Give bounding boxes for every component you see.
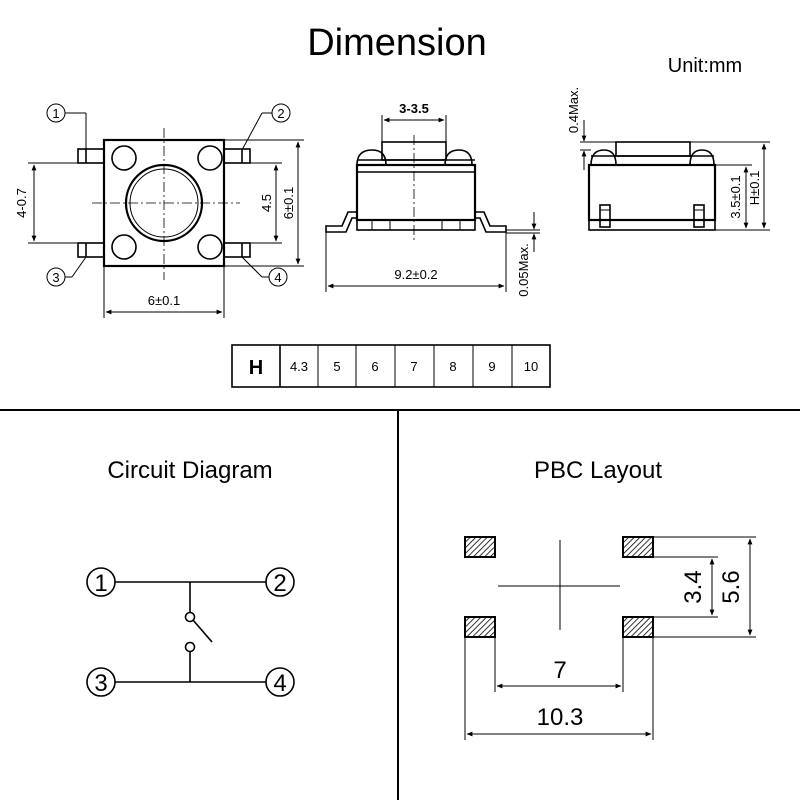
dimension-title: Dimension [307,22,487,64]
dim-body-height: 6±0.1 [224,139,304,267]
dim-height: H±0.1 [690,141,770,229]
pcb-pad [464,536,496,558]
pin-callout-3: 3 [46,256,87,287]
corner-post [111,145,137,171]
svg-text:1: 1 [52,106,59,121]
dim-body-width: 6±0.1 [103,266,225,318]
height-table-cell: 10 [524,359,538,374]
pcb-pad [464,616,496,638]
pin-callout-4: 4 [241,256,288,287]
circuit-pin-4: 4 [265,667,295,697]
svg-text:4: 4 [274,270,281,285]
circuit-diagram: 1 2 3 4 [86,567,295,697]
pin-callout-2: 2 [241,103,291,151]
svg-text:3.5±0.1: 3.5±0.1 [728,175,743,218]
svg-text:1: 1 [94,570,107,597]
top-view: 1 2 3 4 4-0.7 [14,103,304,318]
pcb-title: PBC Layout [534,457,662,484]
pcb-dim-inner-v: 3.4 [653,556,718,618]
height-table: H 4.3 5 6 7 8 9 10 [231,344,551,388]
corner-post [197,145,223,171]
end-view: 0.4Max. 3.5±0.1 H±0.1 [566,87,770,231]
svg-text:3-3.5: 3-3.5 [399,101,429,116]
dim-standoff: 0.05Max. [506,212,540,297]
height-table-cell: 7 [410,359,417,374]
pcb-pad [622,536,654,558]
dim-actuator: 3-3.5 [381,101,447,142]
svg-text:10.3: 10.3 [537,704,584,731]
pin-callout-1: 1 [46,103,87,150]
svg-text:4: 4 [273,670,286,697]
svg-text:6±0.1: 6±0.1 [148,293,180,308]
svg-text:0.05Max.: 0.05Max. [516,243,531,296]
height-table-cell: 9 [488,359,495,374]
circuit-title: Circuit Diagram [107,457,272,484]
circuit-pin-2: 2 [265,567,295,597]
unit-label: Unit:mm [668,55,742,77]
height-table-cell: 8 [449,359,456,374]
corner-post [197,234,223,260]
svg-text:6±0.1: 6±0.1 [281,187,296,219]
circuit-pin-3: 3 [86,667,116,697]
height-table-cell: 4.3 [290,359,308,374]
svg-text:2: 2 [277,106,284,121]
height-table-header: H [249,357,263,379]
svg-text:4.5: 4.5 [259,194,274,212]
side-view: 3-3.5 9.2±0.2 0.05Max. [325,101,540,297]
dim-top: 0.4Max. [566,87,616,170]
svg-text:3.4: 3.4 [680,570,707,603]
top-view-leads [77,148,251,258]
pcb-pad [622,616,654,638]
dim-pitch: 4.5 [250,162,282,244]
svg-text:3: 3 [52,270,59,285]
height-table-cell: 6 [371,359,378,374]
svg-text:H±0.1: H±0.1 [747,171,762,206]
svg-text:2: 2 [273,570,286,597]
circuit-pin-1: 1 [86,567,116,597]
pcb-layout: 3.4 5.6 7 10.3 [464,536,756,740]
svg-text:9.2±0.2: 9.2±0.2 [394,267,437,282]
dim-length: 9.2±0.2 [325,232,507,292]
svg-text:0.4Max.: 0.4Max. [566,87,581,133]
svg-text:5.6: 5.6 [718,570,745,603]
corner-post [111,234,137,260]
pcb-dim-outer-v: 5.6 [653,536,756,638]
svg-text:7: 7 [553,657,566,684]
pcb-dim-inner-h: 7 [494,637,624,692]
svg-text:4-0.7: 4-0.7 [14,188,29,218]
height-table-cell: 5 [333,359,340,374]
svg-text:3: 3 [94,670,107,697]
pcb-dim-outer-h: 10.3 [464,637,654,740]
dim-body: 3.5±0.1 [715,164,770,231]
dim-pin-span: 4-0.7 [14,162,78,244]
